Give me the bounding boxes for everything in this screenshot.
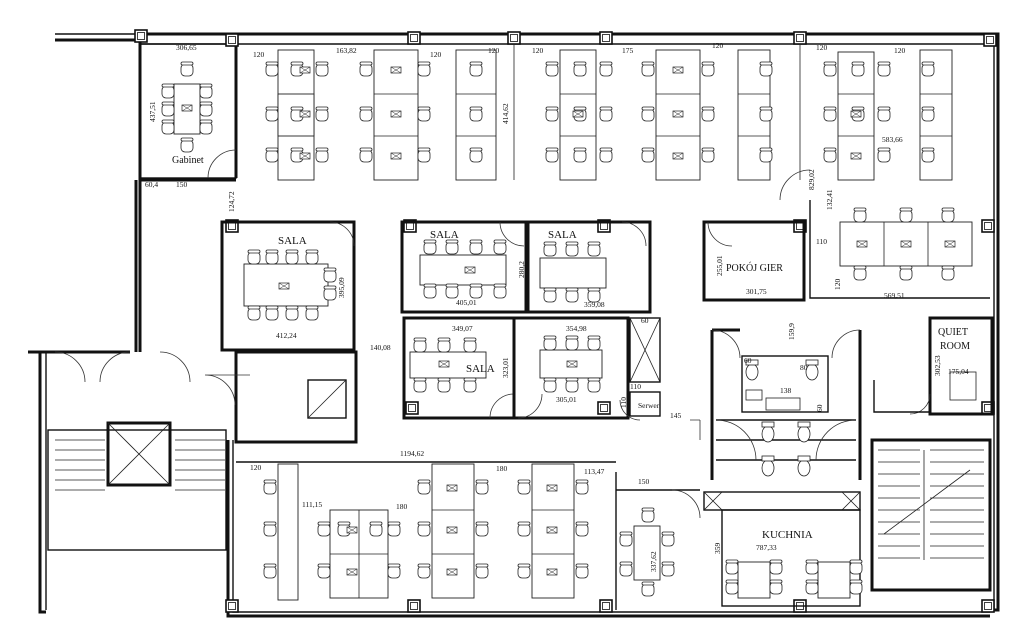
- stairwell-left: [47, 351, 227, 551]
- dim-395-09: 395,09: [337, 277, 346, 298]
- dim-1194-62: 1194,62: [400, 449, 424, 458]
- kuchnia-label: KUCHNIA: [762, 529, 813, 541]
- dim-60-c: 60: [815, 404, 824, 412]
- dim-301-75: 301,75: [746, 287, 767, 296]
- dim-124-72: 124,72: [227, 191, 236, 212]
- dim-113-47: 113,47: [584, 467, 605, 476]
- dim-323-01: 323,01: [501, 357, 510, 378]
- dim-829-02: 829,02: [807, 169, 816, 190]
- sala-4-label: SALA: [466, 363, 495, 375]
- stairwell-right: [870, 438, 992, 592]
- dim-111-15: 111,15: [302, 500, 322, 509]
- dim-359: 359: [713, 543, 722, 555]
- room-label: ROOM: [940, 341, 970, 352]
- dim-787-33: 787,33: [756, 543, 777, 552]
- dim-414-62: 414,62: [501, 103, 510, 124]
- dim-120-a: 120: [253, 50, 265, 59]
- dim-120-b: 120: [430, 50, 442, 59]
- pokoj-gier-label: POKÓJ GIER: [726, 262, 783, 274]
- open-space-top: [265, 44, 953, 181]
- gabinet-label: Gabinet: [172, 155, 204, 166]
- dim-60-4: 60,4: [145, 180, 158, 189]
- dim-110-b: 110: [630, 382, 641, 391]
- sala-3-label: SALA: [548, 229, 577, 241]
- room-small-table: [615, 472, 701, 610]
- dim-255-01: 255,01: [715, 255, 724, 276]
- dim-120-d: 120: [532, 46, 544, 55]
- outer-walls: [28, 32, 1000, 618]
- sala-1-label: SALA: [278, 235, 307, 247]
- dim-437-51: 437,51: [148, 101, 157, 122]
- room-kuchnia: KUCHNIA: [703, 491, 863, 607]
- room-quiet: QUIET ROOM: [873, 316, 994, 416]
- dim-412-24: 412,24: [276, 331, 297, 340]
- dim-349-07: 349,07: [452, 324, 473, 333]
- dim-302-53: 302,53: [933, 355, 942, 376]
- dim-138: 138: [780, 386, 792, 395]
- room-server: Serwer: [619, 317, 661, 421]
- dim-140-08: 140,08: [370, 343, 391, 352]
- dim-359-08: 359,08: [584, 300, 605, 309]
- dim-80: 80: [800, 363, 808, 372]
- serwer-label: Serwer: [638, 401, 660, 410]
- room-gabinet: Gabinet: [139, 43, 237, 179]
- dim-132-41: 132,41: [825, 189, 834, 210]
- wc-block: [710, 328, 862, 480]
- dim-120-e: 120: [712, 41, 724, 50]
- sala-2-label: SALA: [430, 229, 459, 241]
- room-small-meeting: [512, 316, 630, 420]
- dim-163-82: 163,82: [336, 46, 357, 55]
- dim-110-a: 110: [816, 237, 827, 246]
- room-sala-2: SALA: [400, 220, 528, 314]
- dim-180-a: 180: [496, 464, 508, 473]
- dim-180-b: 180: [396, 502, 408, 511]
- dim-306-65: 306,65: [176, 43, 197, 52]
- elevator-shaft: [204, 350, 358, 444]
- dim-150-a: 150: [176, 180, 188, 189]
- dim-354-98: 354,98: [566, 324, 587, 333]
- dim-120-g: 120: [894, 46, 906, 55]
- dimension-labels: 306,65 120 163,82 120 120 120 175 120 12…: [145, 41, 969, 572]
- open-space-bottom: [236, 461, 616, 601]
- dim-280-2: 280,2: [517, 261, 526, 278]
- dim-120-f: 120: [816, 43, 828, 52]
- room-sala-3: SALA: [526, 220, 652, 314]
- dim-159-9: 159,9: [787, 323, 796, 340]
- dim-175-04: 175,04: [948, 367, 969, 376]
- open-space-right: [839, 207, 973, 281]
- room-sala-4: SALA: [402, 316, 516, 420]
- dim-305-01: 305,01: [556, 395, 577, 404]
- dim-337-62: 337,62: [649, 551, 658, 572]
- dim-145: 145: [670, 411, 682, 420]
- dim-405-01: 405,01: [456, 298, 477, 307]
- room-sala-1: SALA: [220, 220, 356, 352]
- dim-569-51: 569,51: [884, 291, 905, 300]
- dim-60-b: 60: [744, 356, 752, 365]
- dim-60-a: 60: [641, 316, 649, 325]
- dim-120-i: 120: [250, 463, 262, 472]
- dim-120-c: 120: [488, 46, 500, 55]
- dim-120-h: 120: [833, 279, 842, 291]
- room-pokoj-gier: POKÓJ GIER: [702, 220, 806, 302]
- quiet-label: QUIET: [938, 327, 968, 338]
- dim-150-b: 150: [638, 477, 650, 486]
- dim-175: 175: [622, 46, 634, 55]
- dim-583-66: 583,66: [882, 135, 903, 144]
- dim-110-c: 110: [619, 397, 628, 408]
